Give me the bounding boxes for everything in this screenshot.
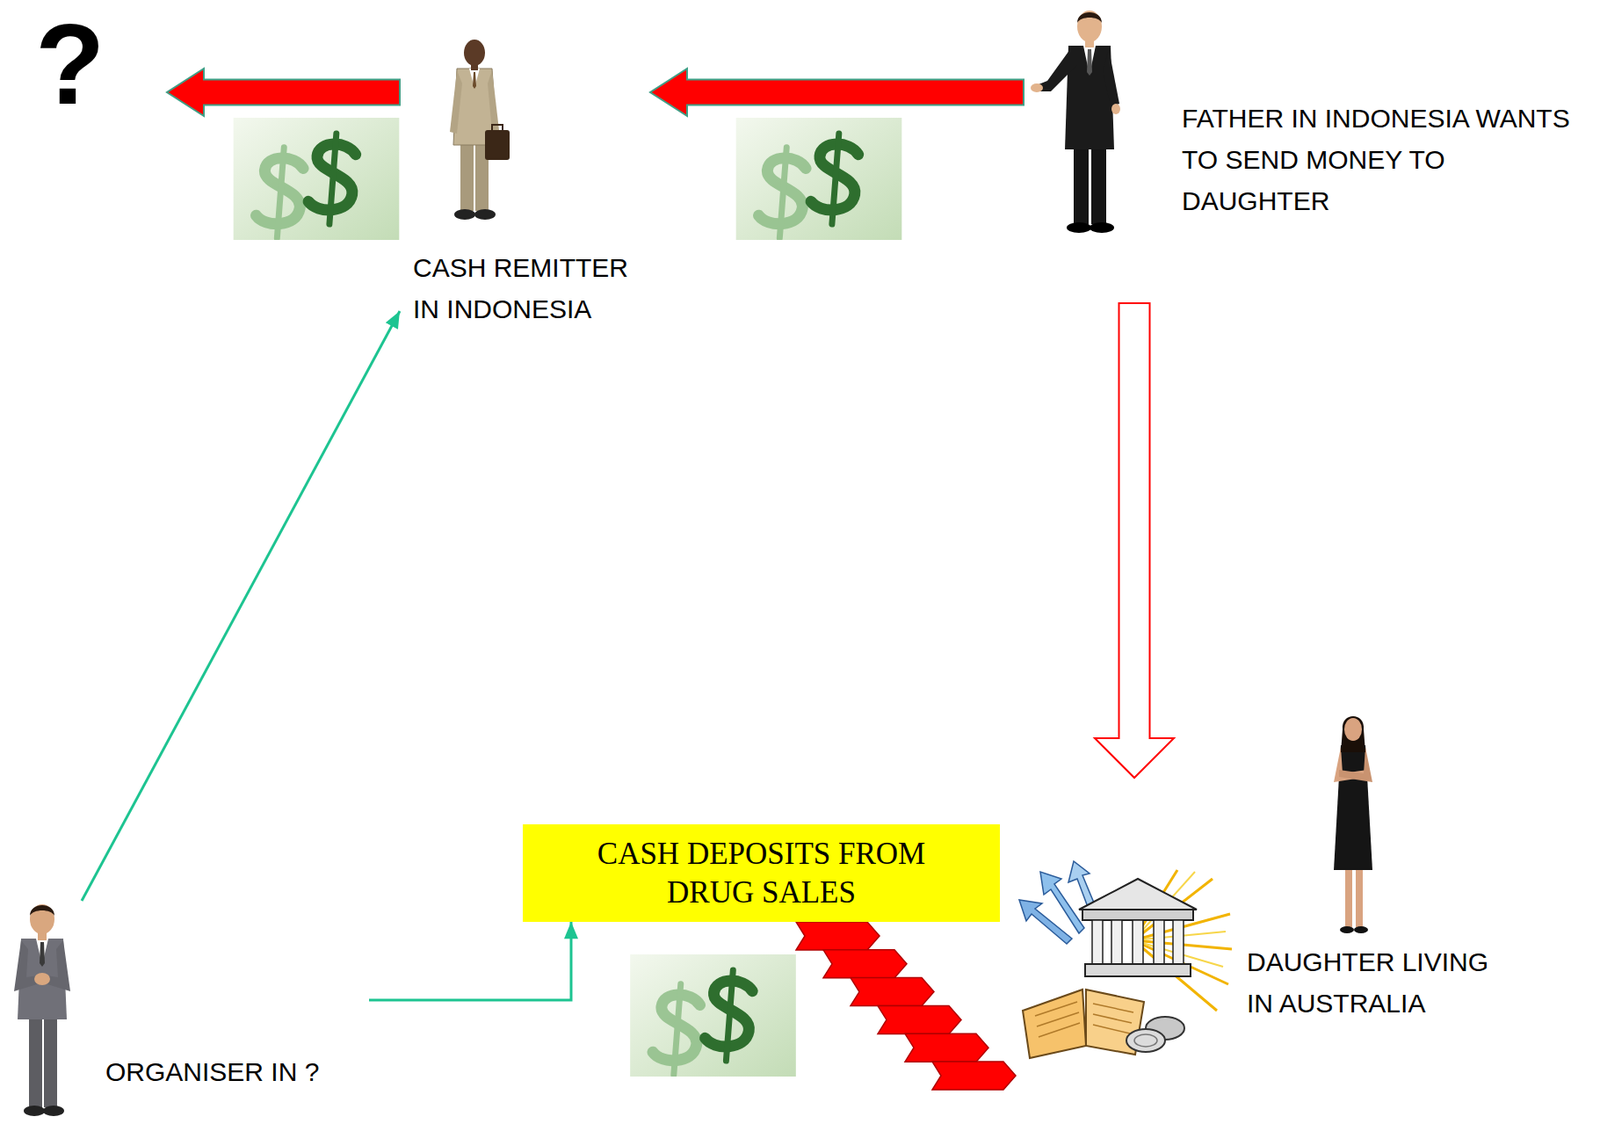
- remitter-figure: [487, 70, 500, 132]
- bank-clipart: [1092, 919, 1103, 964]
- cash-remitter: CASH REMITTER IN INDONESIA: [399, 30, 651, 330]
- father-figure: [1086, 49, 1093, 76]
- organiser-figure: [45, 940, 71, 992]
- bank-clipart: [1019, 861, 1232, 1058]
- control-arrow: [81, 311, 400, 901]
- organiser-figure: [29, 904, 55, 934]
- daughter-figure: [1344, 717, 1362, 741]
- dollar-tile: [629, 954, 797, 1077]
- control-arrow: [369, 921, 572, 1000]
- box-label: CASH DEPOSITS FROM DRUG SALES: [577, 834, 947, 913]
- money-flow-arrow: [166, 68, 400, 116]
- daughter-figure: [1345, 865, 1353, 927]
- remitter-figure: [449, 70, 463, 134]
- organiser-figure: [43, 1105, 65, 1116]
- money-flow-arrow: [166, 68, 400, 116]
- daughter-figure: [1340, 716, 1366, 753]
- father-figure: [1102, 49, 1120, 107]
- daughter-figure: [1333, 716, 1373, 934]
- daughter-recipient: DAUGHTER LIVING IN AUSTRALIA: [1015, 777, 1596, 1094]
- person-label: FATHER IN INDONESIA WANTS TO SEND MONEY …: [1181, 97, 1586, 222]
- father-figure: [1073, 140, 1089, 225]
- value-transfer-arrow: [1094, 303, 1174, 778]
- bank-clipart: [1172, 919, 1184, 964]
- bank-clipart: [1022, 989, 1086, 1058]
- deposit-chevrons: [796, 921, 1016, 1090]
- organiser-figure: [23, 1105, 45, 1116]
- bank-clipart: [1082, 909, 1194, 920]
- deposit-chevron: [796, 921, 880, 950]
- father-figure: [1083, 45, 1096, 75]
- bank-clipart: [1134, 1034, 1158, 1047]
- father-figure: [1077, 12, 1102, 23]
- daughter-figure: [1355, 865, 1363, 927]
- remitter-figure: [469, 68, 480, 88]
- control-arrow: [369, 921, 572, 1000]
- remitter-figure: [463, 39, 486, 66]
- father-figure: [1077, 10, 1102, 43]
- organiser-figure: [14, 904, 71, 1116]
- organiser-figure: [39, 941, 45, 967]
- deposit-chevron: [877, 1005, 962, 1034]
- father-figure: [1038, 49, 1078, 92]
- person-label: ORGANISER IN ?: [105, 1050, 370, 1093]
- deposit-chevron: [823, 949, 907, 978]
- dollar-tile: [736, 117, 903, 240]
- organiser-figure: [34, 972, 51, 985]
- bank-clipart: [1038, 1022, 1080, 1037]
- dollar-tile: [233, 117, 400, 240]
- remitter-figure: [474, 209, 496, 220]
- bank-clipart: [1132, 919, 1144, 964]
- daughter-figure: [1353, 926, 1369, 934]
- organiser-figure: [29, 904, 55, 916]
- remitter-figure: [460, 140, 474, 211]
- bank-clipart: [1035, 1001, 1134, 1037]
- money-flow-arrow: [650, 68, 1024, 116]
- question-mark: ?: [35, 7, 167, 122]
- organiser-figure: [28, 1010, 43, 1108]
- deposit-chevron: [904, 1033, 989, 1062]
- bank-clipart: [1036, 1012, 1079, 1027]
- bank-clipart: [1078, 878, 1197, 910]
- bank-clipart: [1085, 963, 1191, 977]
- remitter-figure: [472, 72, 477, 89]
- father-figure: [1030, 83, 1043, 93]
- bank-clipart: [1111, 919, 1123, 964]
- father-sender: FATHER IN INDONESIA WANTS TO SEND MONEY …: [1023, 4, 1595, 304]
- daughter-figure: [1333, 745, 1373, 870]
- person-label: CASH REMITTER IN INDONESIA: [412, 246, 651, 330]
- bank-clipart: [1093, 1013, 1132, 1023]
- bank-clipart: [1035, 1001, 1078, 1016]
- organiser-figure: [43, 1010, 58, 1108]
- money-flow-arrow: [650, 68, 1024, 116]
- remitter-figure: [492, 124, 503, 131]
- remitter-figure: [454, 209, 476, 220]
- control-arrow: [81, 311, 400, 901]
- value-transfer-arrow: [1094, 303, 1174, 778]
- organiser-figure: [14, 940, 39, 992]
- father-figure: [1089, 222, 1115, 233]
- bank-clipart: [1093, 1024, 1130, 1034]
- deposit-chevron: [850, 977, 934, 1007]
- father-figure: [1030, 10, 1121, 233]
- bank-clipart: [1126, 1028, 1166, 1052]
- remitter-figure: [449, 39, 510, 220]
- daughter-figure: [1339, 926, 1354, 934]
- bank-clipart: [1019, 899, 1072, 944]
- father-figure: [1066, 222, 1092, 233]
- deposit-chevron: [932, 1061, 1016, 1090]
- drug-cash-deposits: CASH DEPOSITS FROM DRUG SALES: [522, 824, 1000, 922]
- unknown-destination: ?: [35, 7, 167, 122]
- remitter-figure: [485, 130, 510, 160]
- father-figure: [1091, 140, 1107, 225]
- person-label: DAUGHTER LIVING IN AUSTRALIA: [1246, 941, 1502, 1024]
- father-figure: [1111, 103, 1121, 115]
- bank-clipart: [1093, 1003, 1134, 1013]
- organiser: ORGANISER IN ?: [5, 900, 370, 1093]
- bank-clipart: [1153, 919, 1165, 964]
